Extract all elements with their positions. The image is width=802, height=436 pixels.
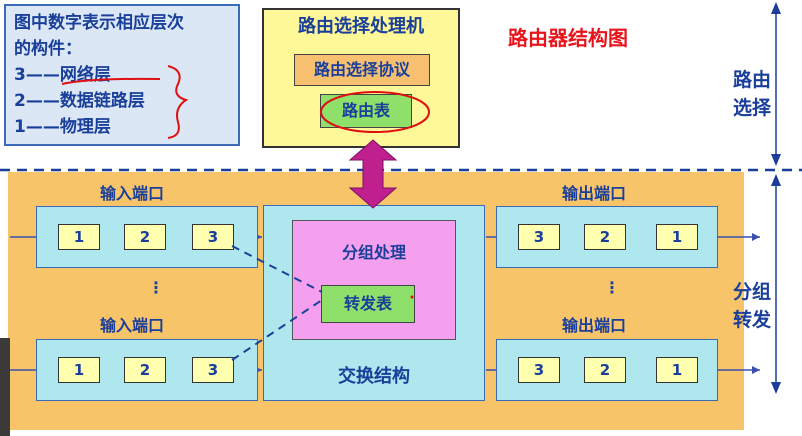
output-port-2-cell: 3 [518,357,560,383]
legend-line-2: 的构件： [14,39,82,59]
routing-axis-arrow-down [771,154,781,166]
output-port-1-cell: 1 [656,224,698,250]
forwarding-side-label: 分组 转发 [732,281,771,331]
forwarding-axis-arrow-down [771,382,781,394]
routing-forwarding-arrow [348,139,398,209]
input-port-label-1: 输入端口 [100,184,165,203]
legend-item-physical: 1——物理层 [14,117,111,137]
routing-processor: 路由选择处理机 路由选择协议 路由表 [262,8,460,148]
output-port-label-2: 输出端口 [562,316,627,335]
routing-protocol-box: 路由选择协议 [294,54,430,86]
input-port-1-cell: 2 [124,224,166,250]
dashed-link-bottom [231,299,323,361]
input-port-2-cell: 1 [58,357,100,383]
input-port-2-cell: 2 [124,357,166,383]
forwarding-axis-arrow-up [771,174,781,186]
routing-side-label: 路由 选择 [732,69,771,119]
output-port-2-cell: 2 [584,357,626,383]
dashed-link-top [231,245,323,293]
input-port-1-cell: 1 [58,224,100,250]
routing-axis-arrow-up [771,2,781,14]
routing-table-box: 路由表 [320,94,412,128]
switch-fabric-label: 交换结构 [338,366,410,387]
output-port-1-cell: 3 [518,224,560,250]
output-port-2-cell: 1 [656,357,698,383]
input-port-label-2: 输入端口 [100,316,165,335]
input-port-1-cell: 3 [192,224,234,250]
diagram-title: 路由器结构图 [508,26,628,50]
underline-annotation [61,77,161,85]
input-port-2-cell: 3 [192,357,234,383]
legend-line-1: 图中数字表示相应层次 [14,13,184,33]
legend-box: 图中数字表示相应层次 的构件： 3——网络层 2——数据链路层 1——物理层 [4,4,240,146]
output-port-label-1: 输出端口 [562,184,627,203]
forwarding-table-box: 转发表 [321,285,415,323]
circle-annotation [320,91,430,133]
group-processing-title: 分组处理 [341,243,406,262]
legend-item-datalink: 2——数据链路层 [14,91,145,111]
brace-annotation [167,65,189,139]
webcam-thumbnail [0,338,10,436]
dot-annotation [410,295,414,299]
output-port-1-cell: 2 [584,224,626,250]
routing-processor-title: 路由选择处理机 [298,16,424,37]
group-processing-box: 分组处理 转发表 [292,220,456,340]
switch-fabric: 分组处理 转发表 交换结构 [263,205,485,401]
